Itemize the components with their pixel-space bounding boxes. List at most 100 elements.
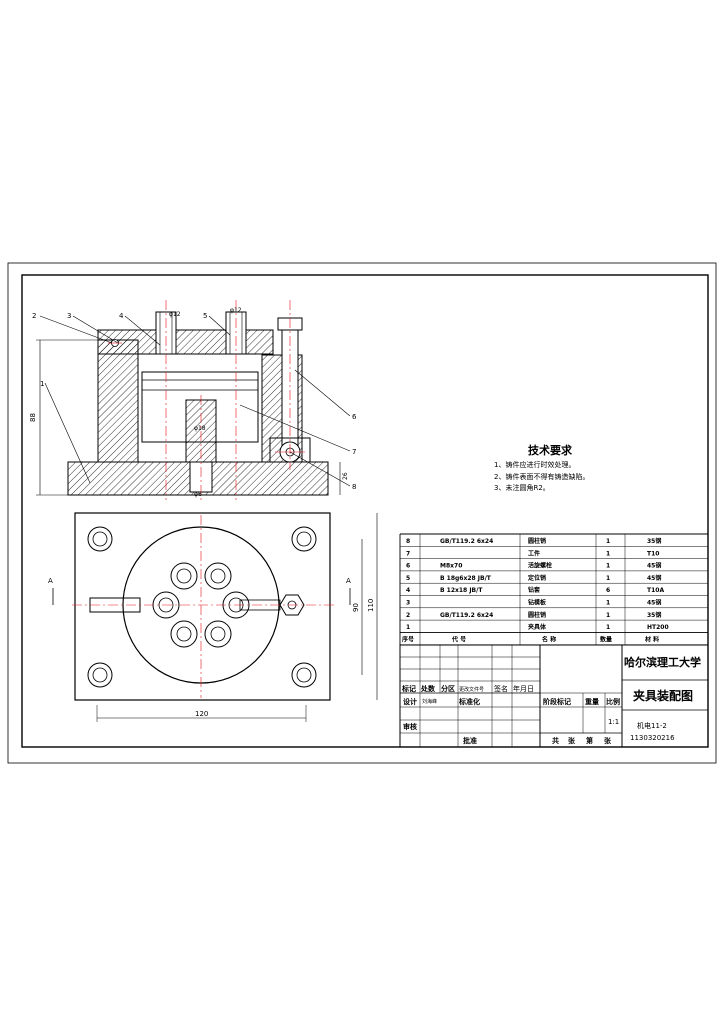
bom-row-name: 钻套 <box>528 586 540 594</box>
bom-row-name: 圆柱销 <box>528 611 546 619</box>
left-column <box>97 339 139 463</box>
bom-header-name: 名 称 <box>542 635 556 643</box>
bom-row-code: GB/T119.2 6x24 <box>440 612 493 619</box>
bom-row-no: 8 <box>406 538 410 545</box>
bom-row-no: 1 <box>406 624 410 631</box>
bom-header-qty: 数量 <box>600 635 612 643</box>
callout-6: 6 <box>352 413 357 421</box>
bom-row-material: 35钢 <box>647 537 661 545</box>
bom-row-name: 定位销 <box>527 574 546 582</box>
label-total: 共 <box>552 736 559 745</box>
bom-row-qty: 6 <box>606 587 610 594</box>
bom-row-name: 活旋螺栓 <box>528 562 552 570</box>
callout-4: 4 <box>119 312 124 320</box>
front-section-view: 88 26 φ12 φ12 φ18 φ6 1 2 3 4 5 6 7 8 <box>29 300 357 500</box>
callout-3: 3 <box>67 312 71 320</box>
tech-requirements: 技术要求 1、铸件应进行时效处理。 2、铸件表面不得有铸造缺陷。 3、未注圆角R… <box>494 443 589 492</box>
callout-7: 7 <box>352 448 356 456</box>
dim-110: 110 <box>367 599 375 612</box>
bom-header-code: 代 号 <box>451 635 466 643</box>
title-block: 哈尔滨理工大学 夹具装配图 机电11-2 1130320216 1:1 标记 处… <box>399 644 709 748</box>
label-design: 设计 <box>403 697 417 706</box>
callout-8: 8 <box>352 483 356 491</box>
base-plate-outline <box>74 512 331 701</box>
inner-border <box>21 274 709 748</box>
label-standardize: 标准化 <box>458 697 480 706</box>
tech-item-2: 2、铸件表面不得有铸造缺陷。 <box>494 472 589 481</box>
bom-row-no: 6 <box>406 563 410 570</box>
dim-phi6: φ6 <box>194 491 202 498</box>
label-stage-mark: 阶段标记 <box>543 697 571 706</box>
hex-nut <box>279 594 305 616</box>
bom-row-qty: 1 <box>606 563 610 570</box>
bom-row-qty: 1 <box>606 575 610 582</box>
tech-item-1: 1、铸件应进行时效处理。 <box>494 460 575 469</box>
label-ratio: 比例 <box>606 697 620 706</box>
section-a-right: A <box>346 577 351 585</box>
callout-1: 1 <box>40 380 44 388</box>
bom-row-no: 2 <box>406 612 410 619</box>
outer-border <box>7 262 717 764</box>
label-weight: 重量 <box>585 697 599 706</box>
bom-row-material: 35钢 <box>647 611 661 619</box>
section-a-left: A <box>48 577 53 585</box>
bom-row-code: GB/T119.2 6x24 <box>440 538 493 545</box>
callout-2: 2 <box>32 312 36 320</box>
label-review: 审核 <box>403 722 417 731</box>
dim-phi18: φ18 <box>194 425 206 432</box>
scale-value: 1:1 <box>608 718 619 726</box>
bom-header-material: 材 料 <box>644 635 659 643</box>
university-name: 哈尔滨理工大学 <box>624 655 701 669</box>
bom-row-material: 45钢 <box>647 599 661 607</box>
label-count: 处数 <box>420 684 436 693</box>
bom-row-no: 5 <box>406 575 410 582</box>
bom-row-material: T10A <box>647 587 664 594</box>
drawing-title: 夹具装配图 <box>633 688 693 703</box>
tech-item-3: 3、未注圆角R2。 <box>494 483 550 492</box>
label-signature: 签名 <box>494 684 508 693</box>
label-mark: 标记 <box>401 684 416 693</box>
dim-phi12-right: φ12 <box>230 307 242 314</box>
bom-row-material: T10 <box>647 550 659 557</box>
bom-row-material: 45钢 <box>647 562 661 570</box>
bom-row-name: 夹具体 <box>528 623 547 631</box>
label-sheet2: 张 <box>604 736 612 745</box>
bom-row-material: HT200 <box>647 624 669 631</box>
label-page: 第 <box>586 736 593 745</box>
bom-row-code: B 12x18 JB/T <box>440 587 483 594</box>
bom-row-name: 圆柱销 <box>528 537 546 545</box>
bom-row-qty: 1 <box>606 600 610 607</box>
bom-row-code: B 18g6x28 JB/T <box>440 575 492 582</box>
drawing-number: 机电11-2 <box>637 721 667 730</box>
bom-row-qty: 1 <box>606 612 610 619</box>
bom-row-no: 3 <box>406 600 410 607</box>
dim-phi12-left: φ12 <box>169 311 181 318</box>
tech-title: 技术要求 <box>528 443 573 457</box>
label-designer: 刘海峰 <box>422 698 437 705</box>
bom-row-code: M8x70 <box>440 563 462 570</box>
bom-row-material: 45钢 <box>647 574 661 582</box>
label-date: 年月日 <box>513 684 534 693</box>
bom-row-qty: 1 <box>606 624 610 631</box>
callout-5: 5 <box>203 312 207 320</box>
dim-26: 26 <box>342 472 349 480</box>
bom-row-name: 工件 <box>528 549 540 557</box>
bom-row-name: 钻模板 <box>528 599 547 607</box>
bom-row-qty: 1 <box>606 538 610 545</box>
dim-90: 90 <box>352 603 360 612</box>
drill-plate <box>97 329 274 355</box>
label-change-doc: 更改文件号 <box>459 686 484 693</box>
bom-row-qty: 1 <box>606 550 610 557</box>
student-id: 1130320216 <box>630 734 675 742</box>
dim-88: 88 <box>29 413 37 422</box>
label-zone: 分区 <box>441 684 455 693</box>
dim-120: 120 <box>195 710 208 718</box>
top-view: A A 120 90 110 <box>48 512 378 722</box>
bom-header-no: 序号 <box>401 635 414 643</box>
bom-row-no: 4 <box>406 587 410 594</box>
bom-row-no: 7 <box>406 550 410 557</box>
label-approve: 批准 <box>463 736 477 745</box>
label-sheets: 张 <box>568 736 576 745</box>
